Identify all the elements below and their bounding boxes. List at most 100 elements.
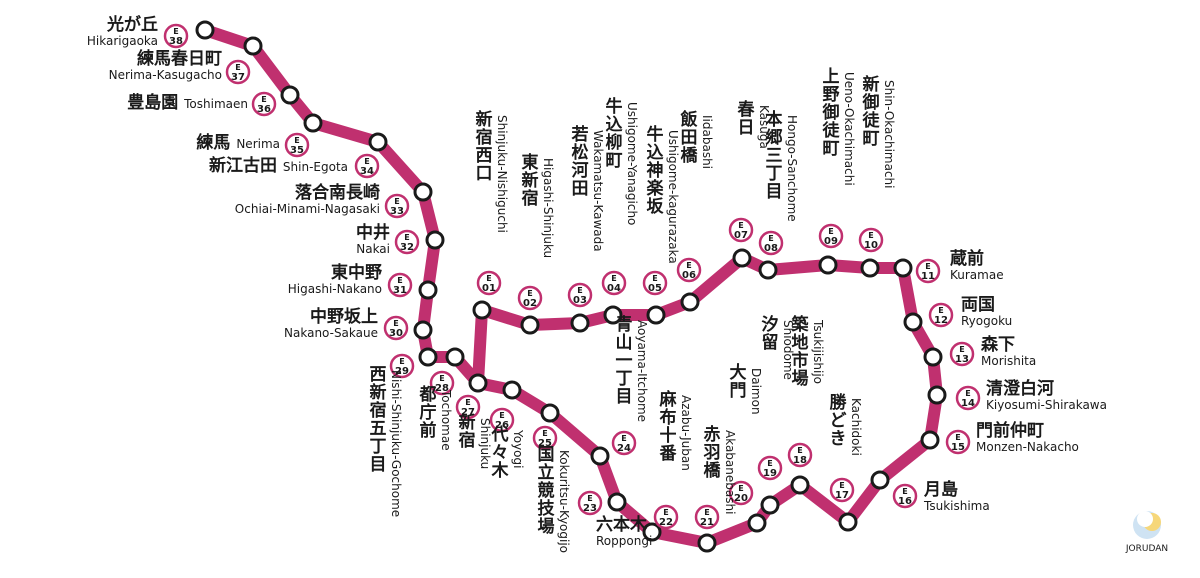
- station-number-badge: E15: [945, 429, 971, 455]
- badge-number: 17: [835, 490, 849, 501]
- station-name-en: Kiyosumi-Shirakawa: [986, 398, 1107, 412]
- station-node[interactable]: [540, 403, 560, 423]
- station-node[interactable]: [472, 300, 492, 320]
- station-node[interactable]: [425, 230, 445, 250]
- station-number-badge: E27: [455, 394, 481, 420]
- station-name-en: Wakamatsu-Kawada: [591, 130, 605, 252]
- station-node[interactable]: [903, 312, 923, 332]
- station-name-en: Akabanebashi: [723, 430, 737, 514]
- badge-ring: [787, 442, 813, 468]
- badge-number: 16: [898, 496, 912, 507]
- station-name-en: Toshimaen: [183, 97, 248, 111]
- station-node[interactable]: [590, 446, 610, 466]
- station-node[interactable]: [243, 36, 263, 56]
- badge-ring: [354, 153, 380, 179]
- station-name-en: Ryogoku: [961, 314, 1012, 328]
- station-node[interactable]: [860, 258, 880, 278]
- badge-letter: E: [364, 157, 369, 166]
- station-node[interactable]: [280, 85, 300, 105]
- badge-ring: [383, 315, 409, 341]
- station-node[interactable]: [680, 292, 700, 312]
- badge-ring: [163, 23, 189, 49]
- badge-ring: [387, 272, 413, 298]
- station-node[interactable]: [570, 313, 590, 333]
- station-node[interactable]: [445, 347, 465, 367]
- station-node[interactable]: [603, 305, 623, 325]
- station-name-en: Aoyama-Itchome: [635, 320, 649, 422]
- station-name-ja: 上野御徒町: [822, 67, 841, 159]
- station-name-en: Nerima-Kasugacho: [109, 68, 222, 82]
- station-name-ja: 六本木: [596, 514, 648, 535]
- station-node[interactable]: [413, 320, 433, 340]
- badge-letter: E: [587, 494, 592, 503]
- station-node[interactable]: [413, 182, 433, 202]
- station-node[interactable]: [646, 305, 666, 325]
- station-node[interactable]: [870, 470, 890, 490]
- station-node[interactable]: [303, 113, 323, 133]
- station-name-ja: 東新宿: [522, 152, 539, 209]
- station-node[interactable]: [520, 315, 540, 335]
- station-label: 練馬 Nerima: [196, 132, 280, 153]
- station-node[interactable]: [697, 533, 717, 553]
- badge-number: 12: [934, 315, 948, 326]
- station-name-en: Kasuga: [757, 105, 771, 149]
- station-name-ja: 練馬春日町: [137, 48, 222, 69]
- badge-ring: [517, 285, 543, 311]
- badge-letter: E: [394, 197, 399, 206]
- station-node[interactable]: [838, 512, 858, 532]
- station-node[interactable]: [758, 260, 778, 280]
- station-node[interactable]: [502, 380, 522, 400]
- station-name-ja: 麻布十番: [659, 389, 678, 464]
- badge-ring: [653, 504, 679, 530]
- badge-letter: E: [397, 276, 402, 285]
- station-node[interactable]: [468, 373, 488, 393]
- station-node[interactable]: [920, 430, 940, 450]
- badge-number: 37: [231, 72, 245, 83]
- badge-letter: E: [704, 508, 709, 517]
- station-name-en: Shin-Okachimachi: [882, 80, 896, 188]
- station-number-badge: E18: [787, 442, 813, 468]
- station-node[interactable]: [607, 492, 627, 512]
- station-node[interactable]: [927, 385, 947, 405]
- station-number-badge: E23: [577, 490, 603, 516]
- station-name-ja: 飯田橋: [680, 109, 699, 166]
- badge-ring: [611, 430, 637, 456]
- station-name-ja: 牛込神楽坂: [647, 124, 665, 217]
- station-node[interactable]: [642, 522, 662, 542]
- station-node[interactable]: [923, 347, 943, 367]
- badge-number: 25: [538, 438, 552, 449]
- station-name-en: Kuramae: [950, 268, 1004, 282]
- station-name-en: Roppongi: [596, 534, 652, 548]
- station-node[interactable]: [893, 258, 913, 278]
- station-node[interactable]: [747, 513, 767, 533]
- station-number-badge: E19: [757, 455, 783, 481]
- station-name: 練馬 Nerima: [196, 132, 280, 153]
- badge-letter: E: [173, 27, 178, 36]
- station-node[interactable]: [368, 132, 388, 152]
- station-name-ja: 新江古田: [209, 155, 283, 176]
- station-name-ja: 落合南長崎: [295, 182, 380, 203]
- station-node[interactable]: [418, 347, 438, 367]
- station-node[interactable]: [195, 20, 215, 40]
- station-node[interactable]: [760, 495, 780, 515]
- badge-ring: [389, 353, 415, 379]
- station-node[interactable]: [732, 248, 752, 268]
- station-node[interactable]: [790, 475, 810, 495]
- station-name-ja: 東中野: [331, 262, 382, 283]
- station-node[interactable]: [418, 280, 438, 300]
- badge-number: 19: [763, 468, 777, 479]
- station-number-badge: E10: [858, 227, 884, 253]
- station-name-ja: 西新宿五丁目: [370, 365, 387, 475]
- station-name-en: Tsukishima: [923, 499, 990, 513]
- station-number-badge: E21: [694, 504, 720, 530]
- station-name-en: Shinjuku: [478, 418, 492, 469]
- station-name-en: Azabu-Juban: [679, 395, 693, 471]
- station-node[interactable]: [818, 255, 838, 275]
- badge-letter: E: [465, 398, 470, 407]
